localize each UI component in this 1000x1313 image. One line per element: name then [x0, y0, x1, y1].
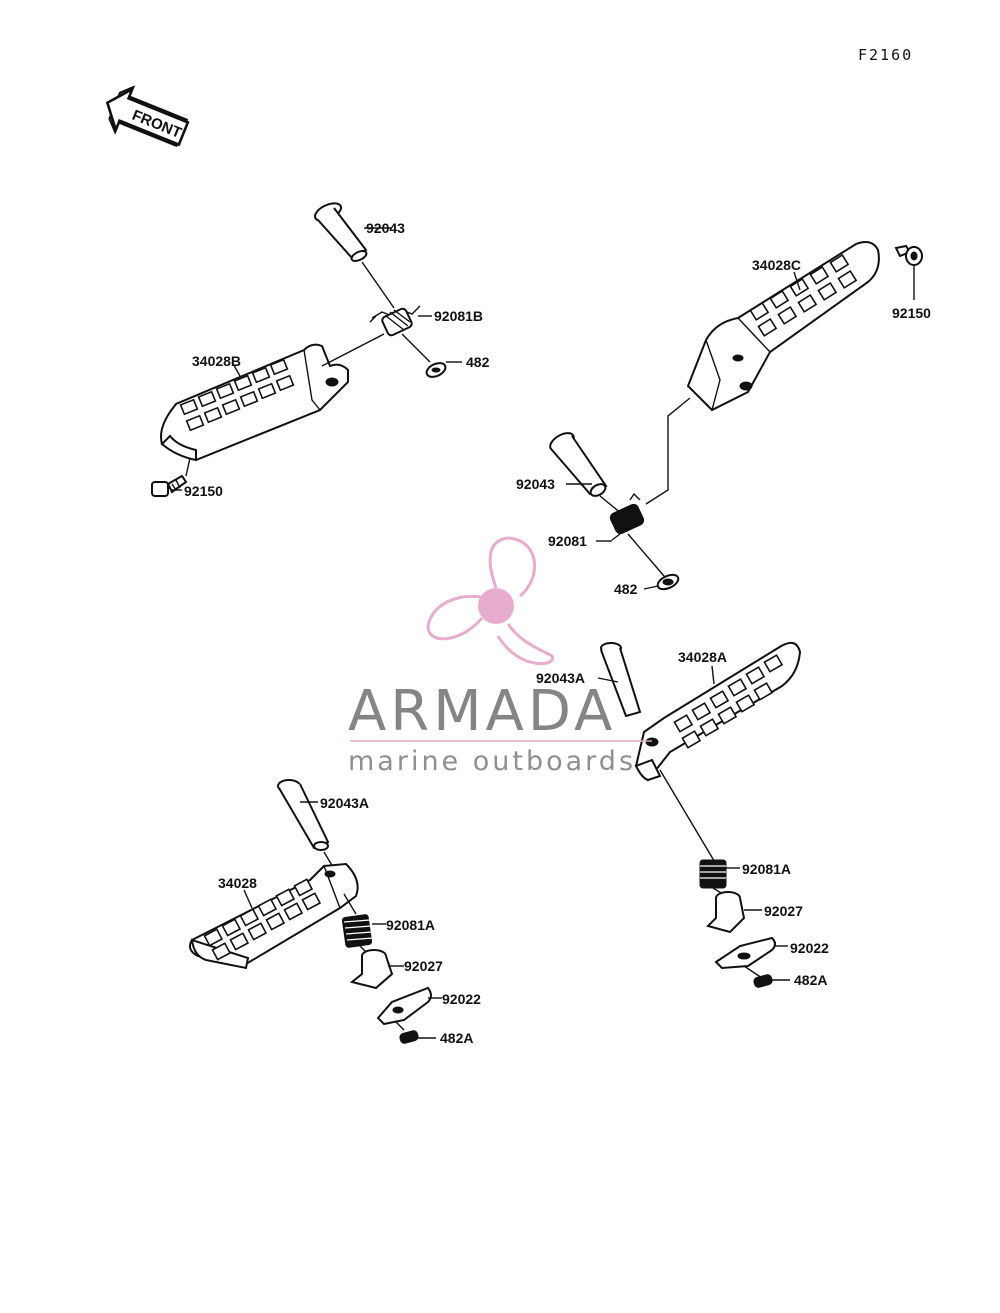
tread-grid [749, 253, 858, 337]
clip-482-upper-left [425, 362, 447, 378]
label-482: 482 [466, 354, 490, 370]
label-92027: 92027 [404, 958, 443, 974]
leader-line [401, 333, 431, 363]
leader-line [361, 261, 395, 309]
label-34028: 34028 [218, 875, 257, 891]
propeller-logo-icon [426, 536, 555, 666]
leader-line [627, 533, 665, 577]
pin-92043A-lower-right [600, 642, 642, 718]
collar-92027-lower-left [349, 949, 394, 990]
label-92150: 92150 [184, 483, 223, 499]
watermark: ARMADA marine outboards [348, 536, 652, 777]
watermark-tagline: marine outboards [348, 746, 636, 777]
label-92081: 92081 [548, 533, 587, 549]
label-92022: 92022 [790, 940, 829, 956]
label-92150: 92150 [892, 305, 931, 321]
plate-92022-lower-left [376, 986, 432, 1026]
leader-line [645, 397, 691, 505]
label-92043: 92043 [516, 476, 555, 492]
leader-line [659, 769, 717, 865]
clip-482-upper-right [656, 573, 680, 591]
front-arrow-icon: FRONT [105, 85, 190, 148]
label-34028B: 34028B [192, 353, 241, 369]
leader-line [793, 271, 801, 291]
diagram-code: F2160 [858, 46, 913, 64]
footpeg-34028 [189, 862, 359, 970]
spring-92081-upper-right [609, 492, 645, 541]
leader-line [743, 965, 763, 979]
clip-482A-lower-right [753, 974, 773, 988]
footpeg-34028B [160, 343, 349, 462]
label-92081A: 92081A [386, 917, 435, 933]
label-92043A: 92043A [320, 795, 369, 811]
label-92043: 92043 [366, 220, 405, 236]
label-34028C: 34028C [752, 257, 801, 273]
pin-92043A-lower-left [277, 779, 330, 851]
label-92081B: 92081B [434, 308, 483, 324]
label-482A: 482A [794, 972, 827, 988]
label-92081A: 92081A [742, 861, 791, 877]
tread-grid [179, 358, 295, 432]
label-482A: 482A [440, 1030, 473, 1046]
label-92043A: 92043A [536, 670, 585, 686]
clip-482A-lower-left [399, 1030, 419, 1044]
leader-line [597, 677, 619, 683]
plate-92022-lower-right [714, 936, 776, 970]
label-92022: 92022 [442, 991, 481, 1007]
leader-line [343, 893, 357, 915]
leader-line [185, 457, 191, 477]
footpeg-34028A [634, 641, 802, 782]
spring-92081B-upper-left [369, 305, 421, 337]
pin-92043-upper-right [549, 432, 608, 497]
tread-grid [673, 654, 784, 749]
label-92027: 92027 [764, 903, 803, 919]
leader-line [231, 361, 241, 377]
leader-line [321, 333, 385, 367]
footpeg-34028C [686, 241, 880, 412]
leader-line [643, 585, 659, 590]
leader-line [243, 889, 253, 909]
watermark-brand: ARMADA [348, 679, 616, 744]
label-34028A: 34028A [678, 649, 727, 665]
label-482: 482 [614, 581, 638, 597]
collar-92027-lower-right [706, 891, 746, 934]
bolt-92150-upper-left [151, 474, 188, 497]
leader-line [711, 665, 715, 685]
pin-92043-upper-left [313, 202, 368, 262]
tread-grid [203, 878, 322, 961]
spring-92081A-lower-right [699, 859, 727, 889]
spring-92081A-lower-left [341, 914, 374, 948]
bolt-92150-upper-right [894, 244, 923, 266]
leader-line [395, 1021, 405, 1031]
